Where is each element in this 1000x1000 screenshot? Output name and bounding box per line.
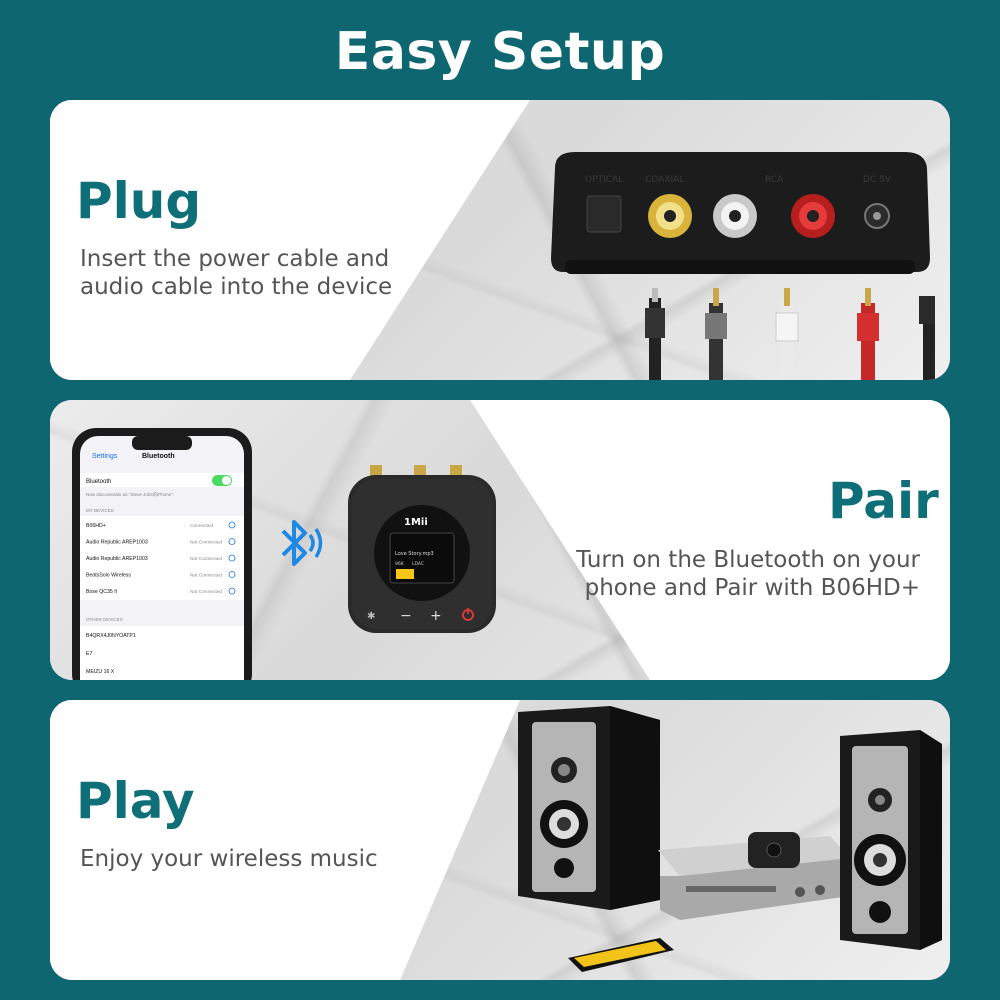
receiver-on-amp xyxy=(748,832,800,868)
step-card-pair: Pair Turn on the Bluetooth on your phone… xyxy=(50,400,950,680)
smartphone: Settings Bluetooth Bluetooth Now discove… xyxy=(72,428,252,680)
volume-down-icon: − xyxy=(400,608,412,624)
paired-device-status: Connected xyxy=(190,523,214,529)
step-card-plug: Plug Insert the power cable and audio ca… xyxy=(50,100,950,380)
port-label-optical: OPTICAL xyxy=(585,175,623,185)
paired-device-name[interactable]: B06HD+ xyxy=(86,523,106,529)
bluetooth-toggle-label: Bluetooth xyxy=(86,479,111,485)
step-heading-play: Play xyxy=(76,772,195,830)
port-label-coaxial: COAXIAL xyxy=(645,175,684,185)
paired-device-name[interactable]: Bose QC35 II xyxy=(86,589,117,595)
paired-device-status: Not Connected xyxy=(190,540,222,546)
right-speaker xyxy=(840,730,942,950)
left-speaker xyxy=(518,706,660,910)
info-icon[interactable] xyxy=(228,571,236,578)
bluetooth-receiver-device: 1Mii Love Story.mp3 96K LDAC ✱ − + xyxy=(348,465,496,633)
cables xyxy=(645,288,935,380)
paired-device-name[interactable]: Audio Republic AREP1003 xyxy=(86,540,148,546)
stereo-system-illustration xyxy=(518,706,942,972)
optical-port xyxy=(586,195,622,233)
screen-title: Bluetooth xyxy=(142,453,175,460)
bluetooth-icon xyxy=(281,520,323,566)
svg-text:LDAC: LDAC xyxy=(412,561,424,567)
svg-text:96K: 96K xyxy=(395,561,405,567)
other-device-name[interactable]: MEIZU 16 X xyxy=(86,669,115,675)
step-card-play: Play Enjoy your wireless music xyxy=(50,700,950,980)
receiver-back-panel: OPTICAL COAXIAL RCA DC 5V xyxy=(551,152,935,380)
info-icon[interactable] xyxy=(228,587,236,595)
paired-device-status: Not Connected xyxy=(190,573,222,579)
info-icon[interactable] xyxy=(228,538,236,545)
step-description-pair: Turn on the Bluetooth on your phone and … xyxy=(576,547,920,601)
paired-device-name[interactable]: BeatsSolo Wireless xyxy=(86,573,131,579)
port-label-dc: DC 5V xyxy=(863,175,892,185)
step-heading-plug: Plug xyxy=(76,172,202,230)
discoverable-text: Now discoverable as "Steve Jobs的iPhone". xyxy=(86,491,174,498)
step-description-play: Enjoy your wireless music xyxy=(80,846,378,872)
svg-text:Love Story.mp3: Love Story.mp3 xyxy=(395,551,434,557)
device-bluetooth-icon: ✱ xyxy=(367,611,375,622)
smartphone-on-table xyxy=(568,938,674,972)
brand-logo: 1Mii xyxy=(404,517,428,528)
info-icon[interactable] xyxy=(228,521,236,529)
step-description-plug: Insert the power cable and audio cable i… xyxy=(80,246,393,300)
other-devices-header: OTHER DEVICES xyxy=(86,617,123,622)
back-link: Settings xyxy=(92,453,118,460)
paired-device-status: Not Connected xyxy=(190,556,222,562)
port-label-rca: RCA xyxy=(765,175,784,185)
other-device-name[interactable]: B4QRX4J0NYOATP1 xyxy=(86,633,136,639)
step-heading-pair: Pair xyxy=(828,472,939,530)
paired-device-status: Not Connected xyxy=(190,589,222,595)
my-devices-header: MY DEVICES xyxy=(86,508,114,513)
page-title: Easy Setup xyxy=(334,22,666,82)
info-icon[interactable] xyxy=(228,554,236,562)
paired-device-name[interactable]: Audio Republic AREP1003 xyxy=(86,556,148,562)
other-device-name[interactable]: E7 xyxy=(86,651,92,657)
volume-up-icon: + xyxy=(430,608,442,624)
